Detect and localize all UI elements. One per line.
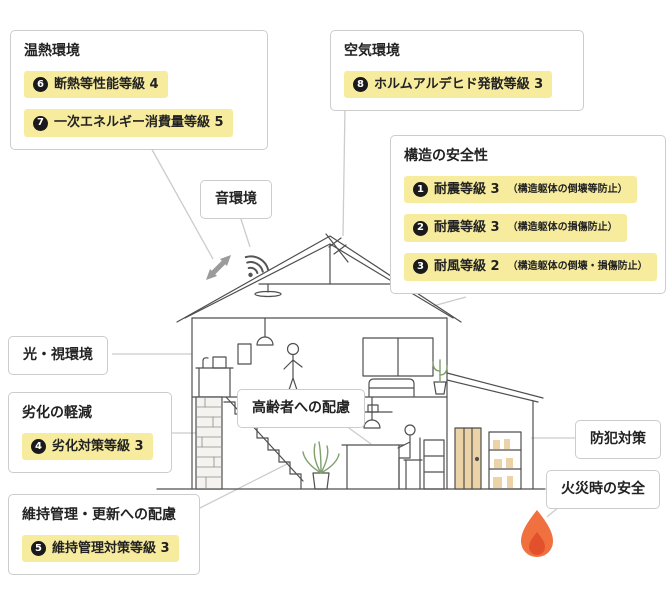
badge-5-icon: 5 [31,541,46,557]
crime-prevention-title: 防犯対策 [590,431,646,447]
chair [403,437,423,490]
insulation-grade-item: 6 断熱等性能等級 4 [24,70,168,99]
deterioration-grade-label: 劣化対策等級 3 [52,438,144,454]
sound-environment-box: 音環境 [200,180,272,219]
connector-maintenance [197,462,290,510]
connector-air [342,105,346,237]
formaldehyde-grade-label: ホルムアルデヒド発散等級 3 [374,76,544,92]
light-visual-environment-title: 光・視環境 [23,347,93,363]
energy-grade-label: 一次エネルギー消費量等級 5 [54,115,224,131]
badge-7-icon: 7 [33,115,48,131]
house-line-art [156,233,546,490]
elderly-consideration-box: 高齢者への配慮 [237,389,365,428]
dining-table [341,444,405,490]
fire-safety-box: 火災時の安全 [546,470,660,509]
sound-environment-title: 音環境 [215,191,257,207]
maintenance-grade-label: 維持管理対策等級 3 [52,540,170,556]
connector-structure [432,296,467,307]
standing-person [283,342,303,397]
deterioration-box: 劣化の軽減 4 劣化対策等級 3 [8,392,172,474]
sofa [368,378,415,397]
formaldehyde-grade-item: 8 ホルムアルデヒド発散等級 3 [344,70,553,99]
cactus-plant [432,359,448,383]
floor-plant [302,441,340,474]
thermal-environment-title: 温熱環境 [24,43,80,59]
structural-safety-title: 構造の安全性 [404,148,488,164]
crime-prevention-box: 防犯対策 [575,420,661,459]
ceiling-fan [254,283,282,298]
badge-6-icon: 6 [33,77,48,93]
insulation-grade-label: 断熱等性能等級 4 [54,76,159,92]
fire-safety-title: 火災時の安全 [561,481,645,497]
wind-grade-label: 耐風等級 2 [434,258,500,274]
sound-waves-icon [244,255,270,278]
light-visual-environment-box: 光・視環境 [8,336,108,375]
badge-3-icon: 3 [413,259,428,275]
cactus-pot [433,381,447,395]
badge-1-icon: 1 [413,182,428,198]
cabinet-1f [423,439,445,490]
double-arrow-icon [206,255,231,280]
shoe-shelf [488,431,522,490]
badge-2-icon: 2 [413,220,428,236]
plant-pot [312,472,330,490]
energy-grade-item: 7 一次エネルギー消費量等級 5 [24,109,233,137]
badge-8-icon: 8 [353,77,368,93]
deterioration-grade-item: 4 劣化対策等級 3 [22,432,153,461]
seismic-grade-2-label: 耐震等級 3 [434,220,500,236]
maintenance-title: 維持管理・更新への配慮 [22,507,176,523]
annex [446,372,544,490]
maintenance-box: 維持管理・更新への配慮 5 維持管理対策等級 3 [8,494,200,576]
desk-2f [195,356,234,397]
elderly-consideration-title: 高齢者への配慮 [252,400,350,416]
wind-grade-item: 3 耐風等級 2 （構造躯体の倒壊・損傷防止） [404,252,657,281]
brick-pillar [195,396,223,490]
attic-beams [258,243,402,285]
seismic-grade-2-note: （構造躯体の損傷防止） [507,222,618,234]
maintenance-grade-item: 5 維持管理対策等級 3 [22,534,179,563]
wind-grade-note: （構造躯体の倒壊・損傷防止） [507,260,648,272]
seismic-grade-1-label: 耐震等級 3 [434,181,500,197]
air-environment-title: 空気環境 [344,43,400,59]
badge-4-icon: 4 [31,439,46,455]
deterioration-title: 劣化の軽減 [22,405,92,421]
seismic-grade-1-note: （構造躯体の倒壊等防止） [507,183,628,195]
structural-safety-box: 構造の安全性 1 耐震等級 3 （構造躯体の倒壊等防止） 2 耐震等級 3 （構… [390,135,666,294]
flame-icon [521,510,553,557]
air-environment-box: 空気環境 8 ホルムアルデヒド発散等級 3 [330,30,584,112]
roof-antenna [325,233,349,263]
connector-thermal [149,145,214,260]
pendant-light-1f [363,396,381,429]
connector-lines [112,105,575,518]
pendant-light-2f [256,317,274,346]
sitting-person [397,424,416,490]
seismic-grade-1-item: 1 耐震等級 3 （構造躯体の倒壊等防止） [404,175,637,204]
thermal-environment-box: 温熱環境 6 断熱等性能等級 4 7 一次エネルギー消費量等級 5 [10,30,268,150]
entrance-door [454,427,482,490]
connector-sound [239,215,251,248]
wall-frame [237,343,252,365]
seismic-grade-2-item: 2 耐震等級 3 （構造躯体の損傷防止） [404,214,627,242]
window-2f [362,337,434,377]
